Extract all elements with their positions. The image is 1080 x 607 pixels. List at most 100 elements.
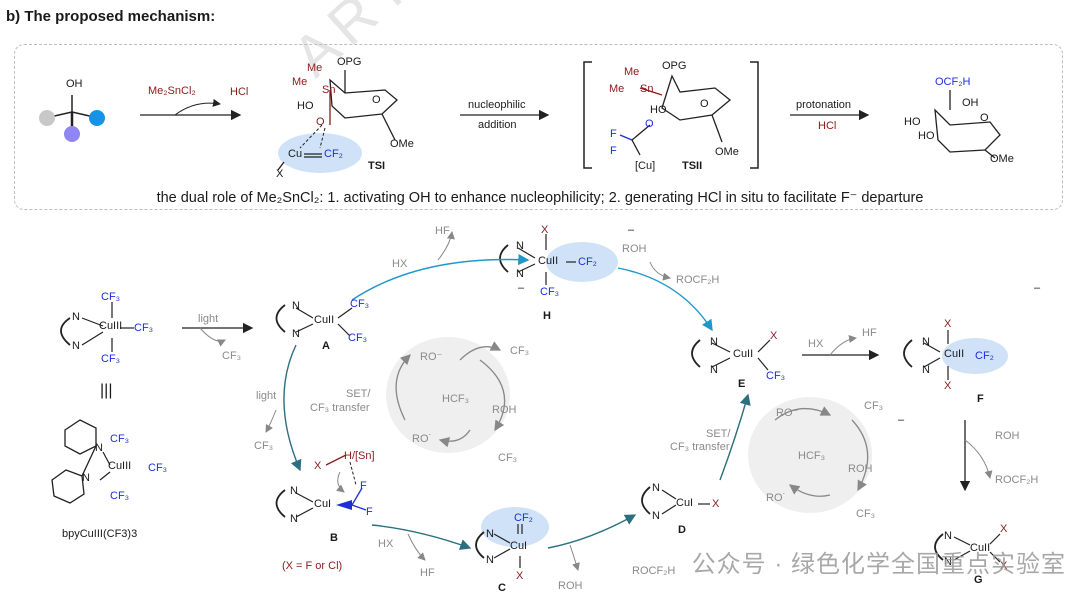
complex-H bbox=[499, 234, 618, 285]
hf-1: HF bbox=[435, 225, 450, 237]
F-cu: CuII bbox=[944, 348, 965, 360]
prod-ocf2h: OCF₂H bbox=[935, 76, 971, 88]
complex-C bbox=[475, 507, 549, 568]
C-x: X bbox=[516, 570, 524, 582]
E-n-2: N bbox=[710, 364, 718, 376]
ts1-sn: Sn bbox=[322, 84, 336, 96]
E2-minus: – bbox=[898, 414, 905, 426]
A-n-2: N bbox=[292, 328, 300, 340]
bpy-n-2: N bbox=[82, 472, 90, 484]
start-cf3-bottom: CF₃ bbox=[101, 353, 121, 365]
ts1-x: X bbox=[276, 168, 284, 180]
H-n-1: N bbox=[516, 240, 524, 252]
roh-2: ROH bbox=[995, 430, 1020, 442]
light-2: light bbox=[256, 390, 277, 402]
hcf3-1: HCF₃ bbox=[442, 393, 470, 405]
bpy-cu: CuIII bbox=[108, 460, 132, 472]
label-C: C bbox=[498, 582, 506, 594]
ts2-o: O bbox=[645, 118, 654, 130]
C-cu: CuI bbox=[510, 540, 528, 552]
B-x: X bbox=[314, 460, 322, 472]
F-x-2: X bbox=[944, 380, 952, 392]
B-n-2: N bbox=[290, 513, 298, 525]
set-top-2: SET/ bbox=[706, 428, 731, 440]
F-n-1: N bbox=[922, 336, 930, 348]
rocf2h-3: ROCF₂H bbox=[632, 565, 676, 577]
bipyridine-complex bbox=[51, 419, 111, 504]
F-n-2: N bbox=[922, 364, 930, 376]
label-D: D bbox=[678, 524, 686, 536]
cf3-rad-4: CF₃ bbox=[498, 452, 518, 464]
set-bottom-1: CF₃ transfer bbox=[310, 402, 370, 414]
E-cu: CuII bbox=[733, 348, 754, 360]
label-B: B bbox=[330, 532, 338, 544]
H-x: X bbox=[541, 224, 549, 236]
ro-rad-2: RO˙ bbox=[766, 492, 787, 504]
x-note: (X = F or Cl) bbox=[282, 560, 343, 572]
ts1-me-1: Me bbox=[307, 62, 323, 74]
label-H: H bbox=[543, 310, 551, 322]
D-x: X bbox=[712, 498, 720, 510]
H-cu: CuII bbox=[538, 255, 559, 267]
equiv-sign: ||| bbox=[100, 382, 113, 399]
H-minus-2: – bbox=[628, 224, 635, 236]
A-cu: CuII bbox=[314, 314, 335, 326]
start-cu: CuIII bbox=[99, 320, 123, 332]
ts1-label: TSI bbox=[368, 160, 386, 172]
label-G: G bbox=[974, 574, 983, 586]
ts1-o: O bbox=[316, 116, 325, 128]
rocf2h-1: ROCF₂H bbox=[676, 274, 720, 286]
start-cf3-right: CF₃ bbox=[134, 322, 154, 334]
roh-3: ROH bbox=[492, 404, 517, 416]
E-n-1: N bbox=[710, 336, 718, 348]
ts2-me-1: Me bbox=[624, 66, 640, 78]
start-n-2: N bbox=[72, 340, 80, 352]
complex-F bbox=[903, 330, 1008, 380]
B-n-1: N bbox=[290, 485, 298, 497]
prod-ome: OMe bbox=[990, 153, 1014, 165]
C-n-1: N bbox=[486, 528, 494, 540]
complex-A bbox=[275, 304, 353, 337]
set-bottom-2: CF₃ transfer bbox=[670, 441, 730, 453]
cf3-rad-3: CF₃ bbox=[510, 345, 530, 357]
byproduct-hcl: HCl bbox=[230, 86, 249, 98]
A-n-1: N bbox=[292, 300, 300, 312]
ts2-opg: OPG bbox=[662, 60, 687, 72]
reagent-label: Me₂SnCl₂ bbox=[148, 85, 196, 97]
ts2-f-2: F bbox=[610, 145, 617, 157]
B-f-1: F bbox=[360, 480, 367, 492]
bpy-n-1: N bbox=[95, 442, 103, 454]
ro-rad-1: RO˙ bbox=[412, 433, 433, 445]
step3-top: protonation bbox=[796, 99, 852, 111]
ts1-cu: Cu bbox=[288, 148, 303, 160]
E-x: X bbox=[770, 330, 778, 342]
H-n-2: N bbox=[516, 268, 524, 280]
prod-ho-2: HO bbox=[918, 130, 935, 142]
G-x-2: X bbox=[1000, 560, 1008, 572]
E-cf3: CF₃ bbox=[766, 370, 786, 382]
G-n-2: N bbox=[944, 556, 952, 568]
B-cu: CuI bbox=[314, 498, 332, 510]
label-F: F bbox=[977, 393, 984, 405]
bpy-cf3-right: CF₃ bbox=[148, 462, 168, 474]
ts1-structure bbox=[277, 70, 398, 173]
step3-bottom: HCl bbox=[818, 120, 837, 132]
F-x-1: X bbox=[944, 318, 952, 330]
top-scheme-box bbox=[14, 44, 1063, 210]
ts2-structure bbox=[583, 61, 759, 169]
roh-5: ROH bbox=[848, 463, 873, 475]
ts1-ho: HO bbox=[297, 100, 314, 112]
H-minus: – bbox=[518, 282, 525, 294]
ts1-ome: OMe bbox=[390, 138, 414, 150]
step2-bottom: addition bbox=[478, 119, 517, 131]
cf3-rad-1: CF₃ bbox=[222, 350, 242, 362]
ts2-ring-o: O bbox=[700, 98, 709, 110]
B-f-2: F bbox=[366, 506, 373, 518]
H-cf2: CF₂ bbox=[578, 256, 597, 268]
D-cu: CuI bbox=[676, 497, 694, 509]
start-cf3-top: CF₃ bbox=[101, 291, 121, 303]
B-h-sn: H/[Sn] bbox=[344, 450, 375, 462]
C-n-2: N bbox=[486, 554, 494, 566]
ts2-f-1: F bbox=[610, 128, 617, 140]
